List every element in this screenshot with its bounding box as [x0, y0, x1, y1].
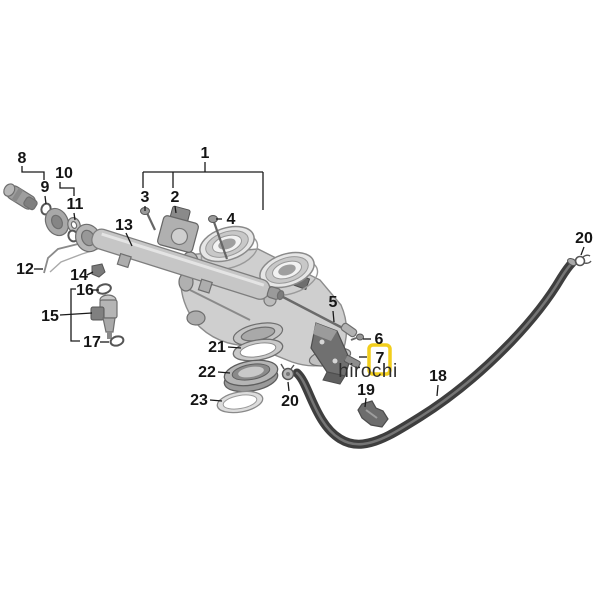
callout-10[interactable]: 10 — [55, 165, 73, 182]
part-7-valve — [340, 353, 361, 369]
part-22-boot — [223, 359, 279, 393]
part-15-injector — [90, 294, 118, 339]
leader-15 — [59, 312, 93, 316]
leader-11 — [73, 212, 76, 221]
left-velocity-stack — [199, 225, 259, 270]
part-20-clamp-left — [280, 363, 295, 381]
callout-15[interactable]: 15 — [41, 308, 59, 325]
part-6-screw — [350, 333, 364, 341]
callout-16[interactable]: 16 — [76, 282, 94, 299]
callout-23[interactable]: 23 — [190, 392, 208, 409]
part-10-disc — [44, 207, 70, 237]
leader-5 — [332, 310, 335, 323]
watermark: hirochi — [338, 361, 397, 382]
leader-20-right — [580, 246, 585, 256]
leader-13 — [125, 232, 133, 247]
part-13-fuel-rail — [75, 223, 285, 301]
part-16-oring — [96, 283, 112, 295]
callout-11[interactable]: 11 — [67, 196, 84, 213]
part-23-ring — [216, 390, 264, 414]
callout-13[interactable]: 13 — [115, 217, 133, 234]
callout-labels: 8 9 10 11 1 3 2 4 13 12 14 16 15 17 5 6 … — [16, 145, 593, 410]
callout-19[interactable]: 19 — [357, 382, 375, 399]
leader-23 — [209, 399, 223, 402]
callout-12[interactable]: 12 — [16, 261, 34, 278]
callout-2[interactable]: 2 — [171, 189, 180, 206]
callout-22[interactable]: 22 — [198, 364, 216, 381]
callout-20-right[interactable]: 20 — [575, 230, 593, 247]
part-8-sensor — [3, 183, 38, 211]
leader-9 — [44, 195, 47, 205]
part-20-clamp-right — [574, 254, 592, 267]
part-14-clip — [91, 263, 106, 278]
callout-5[interactable]: 5 — [329, 294, 338, 311]
leader-15-bracket — [70, 288, 80, 342]
part-7-highlight-box — [367, 343, 392, 376]
callout-6[interactable]: 6 — [375, 331, 384, 348]
part-5-bracket — [282, 295, 358, 385]
leader-18 — [436, 384, 439, 397]
callout-3[interactable]: 3 — [141, 189, 150, 206]
part-17-oring — [109, 335, 125, 347]
leader-10-11 — [59, 182, 75, 196]
leader-20-left — [287, 381, 290, 392]
leader-19 — [364, 397, 367, 408]
leader-2 — [174, 205, 177, 214]
part-3-screw — [140, 207, 156, 231]
part-19-hose-clip — [357, 400, 389, 428]
leader-22 — [217, 371, 231, 374]
callout-7-highlighted[interactable]: 7 — [376, 350, 385, 367]
part-18-fuel-hose — [292, 258, 577, 449]
leader-8-9 — [21, 166, 45, 180]
callout-4[interactable]: 4 — [227, 211, 236, 228]
callout-20-left[interactable]: 20 — [281, 393, 299, 410]
callout-17[interactable]: 17 — [83, 334, 101, 351]
callout-21[interactable]: 21 — [208, 339, 226, 356]
callout-14[interactable]: 14 — [70, 267, 88, 284]
callout-18[interactable]: 18 — [429, 368, 447, 385]
callout-8[interactable]: 8 — [18, 150, 27, 167]
callout-1[interactable]: 1 — [201, 145, 210, 162]
leader-14 — [86, 271, 94, 276]
callout-9[interactable]: 9 — [41, 179, 50, 196]
part-21-ring — [232, 338, 284, 362]
part-2-sensor — [157, 205, 199, 253]
leader-lines — [21, 162, 585, 408]
leader-21 — [227, 346, 242, 349]
